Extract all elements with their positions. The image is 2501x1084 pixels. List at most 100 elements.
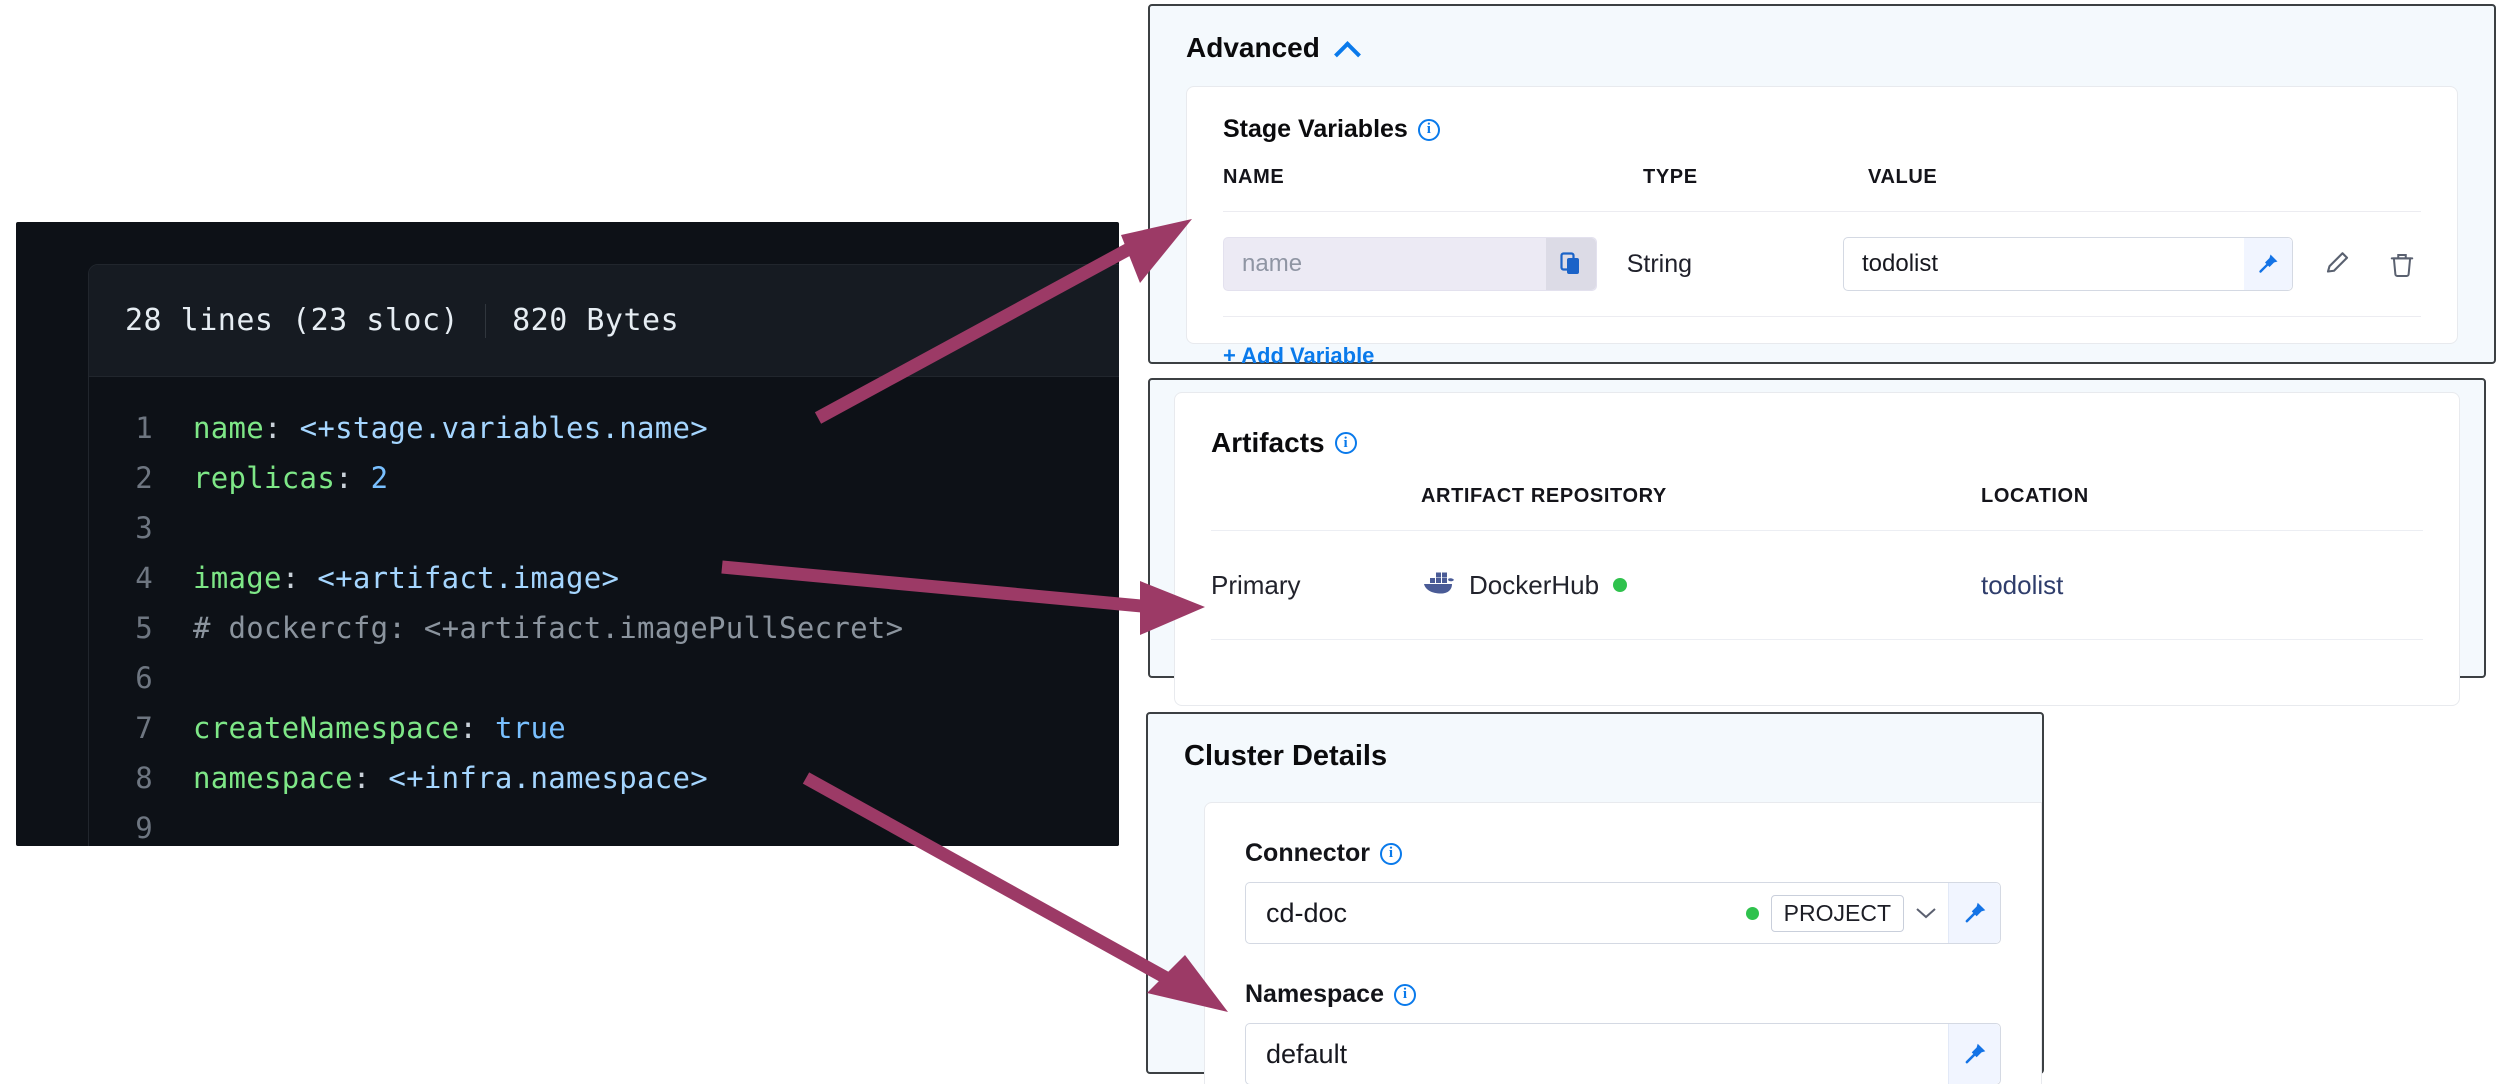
- pin-icon[interactable]: [1948, 883, 2000, 943]
- code-token: createNamespace: [193, 711, 460, 745]
- stage-variable-name-placeholder: name: [1242, 250, 1303, 277]
- advanced-title: Advanced: [1186, 32, 1320, 63]
- code-lines-container: 1 name: <+stage.variables.name> 2 replicas:…: [89, 377, 1119, 846]
- stage-variables-card: Stage Variables i NAME TYPE VALUE name: [1186, 86, 2458, 368]
- column-header-location: LOCATION: [1981, 485, 2089, 507]
- code-token: # dockercfg: <+artifact.imagePullSecret>: [193, 611, 904, 645]
- code-line-8: 8 namespace: <+infra.namespace>: [89, 753, 1119, 803]
- stage-variable-value-cell: todolist: [1843, 237, 2421, 291]
- chevron-down-icon[interactable]: [1904, 905, 1948, 921]
- info-icon[interactable]: i: [1380, 842, 1402, 865]
- status-dot: [1745, 906, 1759, 920]
- column-header-type: TYPE: [1643, 166, 1698, 188]
- artifacts-grid: ARTIFACT REPOSITORY LOCATION Primary: [1175, 485, 2459, 640]
- code-line-9: 9: [89, 803, 1119, 846]
- code-token: <+stage.variables.name>: [299, 411, 709, 445]
- artifacts-card: Artifacts i ARTIFACT REPOSITORY LOCATION…: [1174, 392, 2460, 706]
- advanced-header[interactable]: Advanced: [1150, 6, 2494, 82]
- artifact-kind: Primary: [1211, 569, 1301, 600]
- code-token: :: [264, 411, 300, 445]
- code-file-size: 820 Bytes: [512, 303, 680, 338]
- code-line-7: 7 createNamespace: true: [89, 703, 1119, 753]
- code-token: :: [335, 461, 371, 495]
- code-line-3: 3: [89, 503, 1119, 553]
- pin-icon[interactable]: [2244, 238, 2292, 290]
- column-header-kind: [1211, 485, 1421, 508]
- code-token: :: [281, 561, 318, 595]
- code-line-1: 1 name: <+stage.variables.name>: [89, 403, 1119, 453]
- column-header-repository: ARTIFACT REPOSITORY: [1421, 485, 1667, 507]
- code-token: namespace: [193, 761, 353, 795]
- stage-variable-value-field[interactable]: todolist: [1843, 237, 2293, 291]
- artifacts-label: Artifacts: [1211, 427, 1325, 458]
- stage-variables-title: Stage Variables i: [1187, 87, 2457, 144]
- info-icon[interactable]: i: [1334, 432, 1357, 454]
- artifacts-column-headers: ARTIFACT REPOSITORY LOCATION: [1211, 485, 2423, 530]
- code-token: :: [352, 761, 389, 795]
- line-content: name: <+stage.variables.name>: [193, 403, 708, 453]
- code-token: replicas: [193, 461, 336, 495]
- pencil-icon[interactable]: [2319, 245, 2357, 283]
- code-token: name: [193, 411, 265, 445]
- chevron-up-icon[interactable]: [1336, 37, 1358, 59]
- code-token: <+infra.namespace>: [388, 761, 709, 795]
- stage-variable-name-cell: name: [1223, 237, 1627, 291]
- line-number: 1: [135, 411, 153, 445]
- cluster-details-panel: Cluster Details Connector i cd-doc PROJE…: [1146, 712, 2044, 1084]
- column-header-value: VALUE: [1868, 166, 1938, 188]
- namespace-label-row: Namespace i: [1245, 980, 2001, 1009]
- connector-field-block: Connector i cd-doc PROJECT: [1205, 839, 2041, 944]
- line-content: replicas: 2: [193, 453, 388, 503]
- line-number: 2: [135, 461, 153, 495]
- code-token: :: [459, 711, 495, 745]
- namespace-value: default: [1266, 1038, 1348, 1069]
- line-content: namespace: <+infra.namespace>: [193, 753, 708, 803]
- code-token: <+artifact.image>: [317, 561, 620, 595]
- namespace-label: Namespace: [1245, 980, 1384, 1008]
- code-token: image: [193, 561, 282, 595]
- line-number: 4: [135, 561, 153, 595]
- line-content: createNamespace: true: [193, 703, 566, 753]
- table-row: name String: [1223, 211, 2421, 317]
- line-number: 9: [135, 811, 153, 845]
- scope-badge: PROJECT: [1770, 894, 1904, 932]
- artifact-primary-row[interactable]: Primary: [1211, 530, 2423, 640]
- line-number: 5: [135, 611, 153, 645]
- artifact-repository-cell: DockerHub: [1421, 568, 1981, 603]
- pin-icon[interactable]: [1948, 1024, 2000, 1084]
- code-line-2: 2 replicas: 2: [89, 453, 1119, 503]
- add-variable-button[interactable]: + Add Variable: [1223, 343, 1375, 368]
- connector-value: cd-doc: [1266, 897, 1348, 928]
- namespace-field[interactable]: default: [1245, 1023, 2001, 1084]
- line-number: 6: [135, 661, 153, 695]
- code-line-4: 4 image: <+artifact.image>: [89, 553, 1119, 603]
- artifacts-title: Artifacts i: [1175, 393, 2459, 459]
- info-icon[interactable]: i: [1417, 118, 1440, 141]
- cluster-details-title: Cluster Details: [1184, 740, 1388, 772]
- connector-label: Connector: [1245, 839, 1370, 867]
- line-number: 8: [135, 761, 153, 795]
- stage-variable-name-field[interactable]: name: [1223, 237, 1597, 291]
- connector-select[interactable]: cd-doc PROJECT: [1245, 882, 2001, 944]
- copy-icon[interactable]: [1546, 238, 1596, 290]
- namespace-field-block: Namespace i default: [1205, 980, 2041, 1084]
- advanced-panel: Advanced Stage Variables i NAME TYPE VAL…: [1148, 4, 2496, 368]
- line-content: # dockercfg: <+artifact.imagePullSecret>: [193, 603, 903, 653]
- stage-variable-type: String: [1626, 249, 1693, 278]
- artifact-location: todolist: [1981, 569, 2064, 600]
- info-icon[interactable]: i: [1393, 983, 1416, 1006]
- docker-icon: [1421, 568, 1455, 603]
- line-number: 7: [135, 711, 153, 745]
- stage-variables-column-headers: NAME TYPE VALUE: [1223, 166, 2421, 211]
- artifacts-panel: Artifacts i ARTIFACT REPOSITORY LOCATION…: [1148, 378, 2486, 706]
- trash-icon[interactable]: [2383, 245, 2421, 283]
- column-header-name: NAME: [1223, 166, 1285, 188]
- stage-variable-value-text: todolist: [1862, 250, 1939, 277]
- line-content: image: <+artifact.image>: [193, 553, 619, 603]
- namespace-field-controls: [1948, 1024, 2000, 1084]
- cluster-details-card: Connector i cd-doc PROJECT: [1204, 802, 2042, 1084]
- status-dot: [1613, 578, 1628, 592]
- connector-select-controls: PROJECT: [1745, 883, 2000, 943]
- stage-variables-label: Stage Variables: [1223, 115, 1408, 143]
